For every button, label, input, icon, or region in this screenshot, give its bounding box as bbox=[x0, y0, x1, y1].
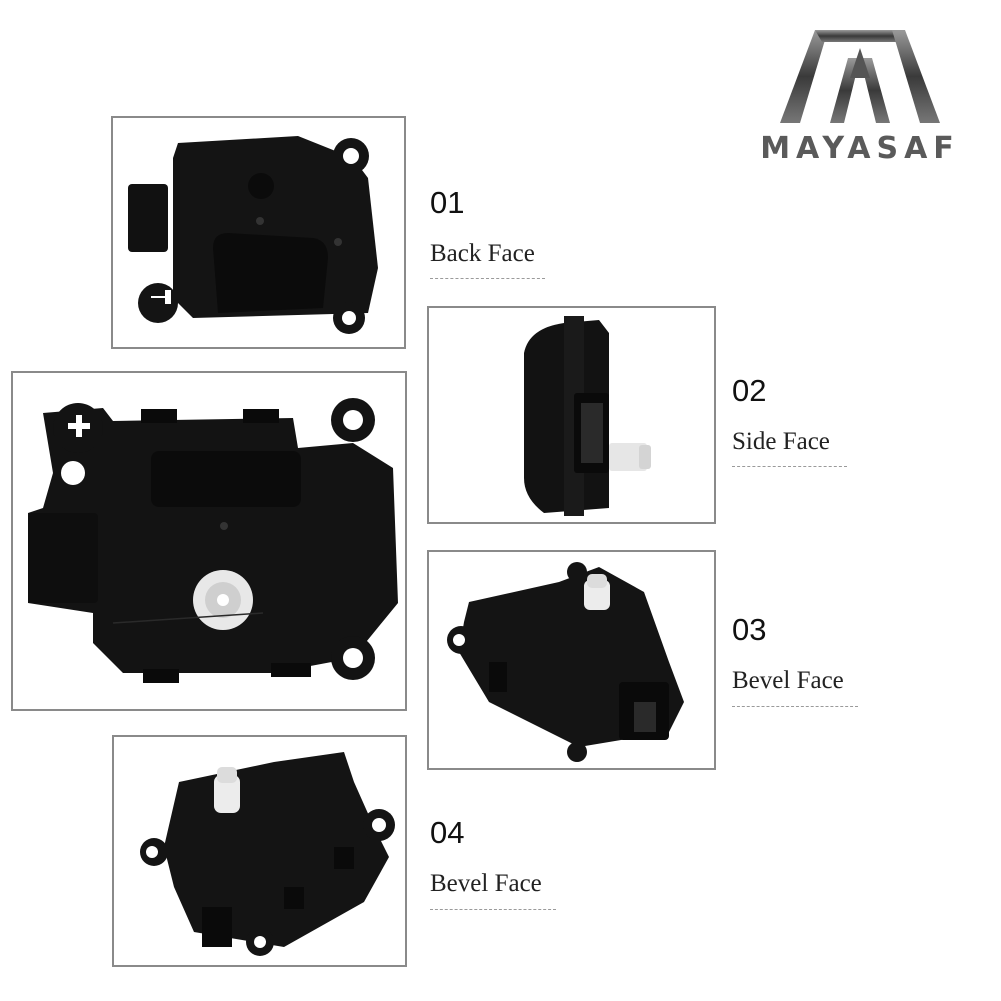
view-label-back-face: Back Face bbox=[430, 240, 535, 267]
view-number-02: 02 bbox=[732, 373, 767, 408]
image-panel-back-face bbox=[111, 116, 406, 349]
actuator-back-face-image bbox=[128, 136, 378, 334]
view-label-side-face: Side Face bbox=[732, 428, 830, 455]
view-number-01: 01 bbox=[430, 185, 465, 220]
actuator-front-face-image bbox=[28, 398, 398, 683]
dashed-divider bbox=[732, 466, 847, 467]
actuator-bevel-face-image-04 bbox=[140, 752, 395, 956]
image-panel-bevel-face-04 bbox=[112, 735, 407, 967]
brand-logo: MAYASAF bbox=[760, 18, 960, 168]
image-panel-bevel-face-03 bbox=[427, 550, 716, 770]
view-label-bevel-face-04: Bevel Face bbox=[430, 870, 542, 897]
image-panel-front-face bbox=[11, 371, 407, 711]
dashed-divider bbox=[430, 278, 545, 279]
brand-logo-mark bbox=[780, 30, 940, 123]
actuator-bevel-face-image-03 bbox=[447, 562, 684, 762]
view-number-04: 04 bbox=[430, 815, 465, 850]
actuator-side-face-image bbox=[524, 316, 651, 516]
view-label-bevel-face-03: Bevel Face bbox=[732, 667, 844, 694]
view-number-03: 03 bbox=[732, 612, 767, 647]
image-panel-side-face bbox=[427, 306, 716, 524]
dashed-divider bbox=[430, 909, 556, 910]
dashed-divider bbox=[732, 706, 858, 707]
brand-name: MAYASAF bbox=[760, 131, 960, 166]
